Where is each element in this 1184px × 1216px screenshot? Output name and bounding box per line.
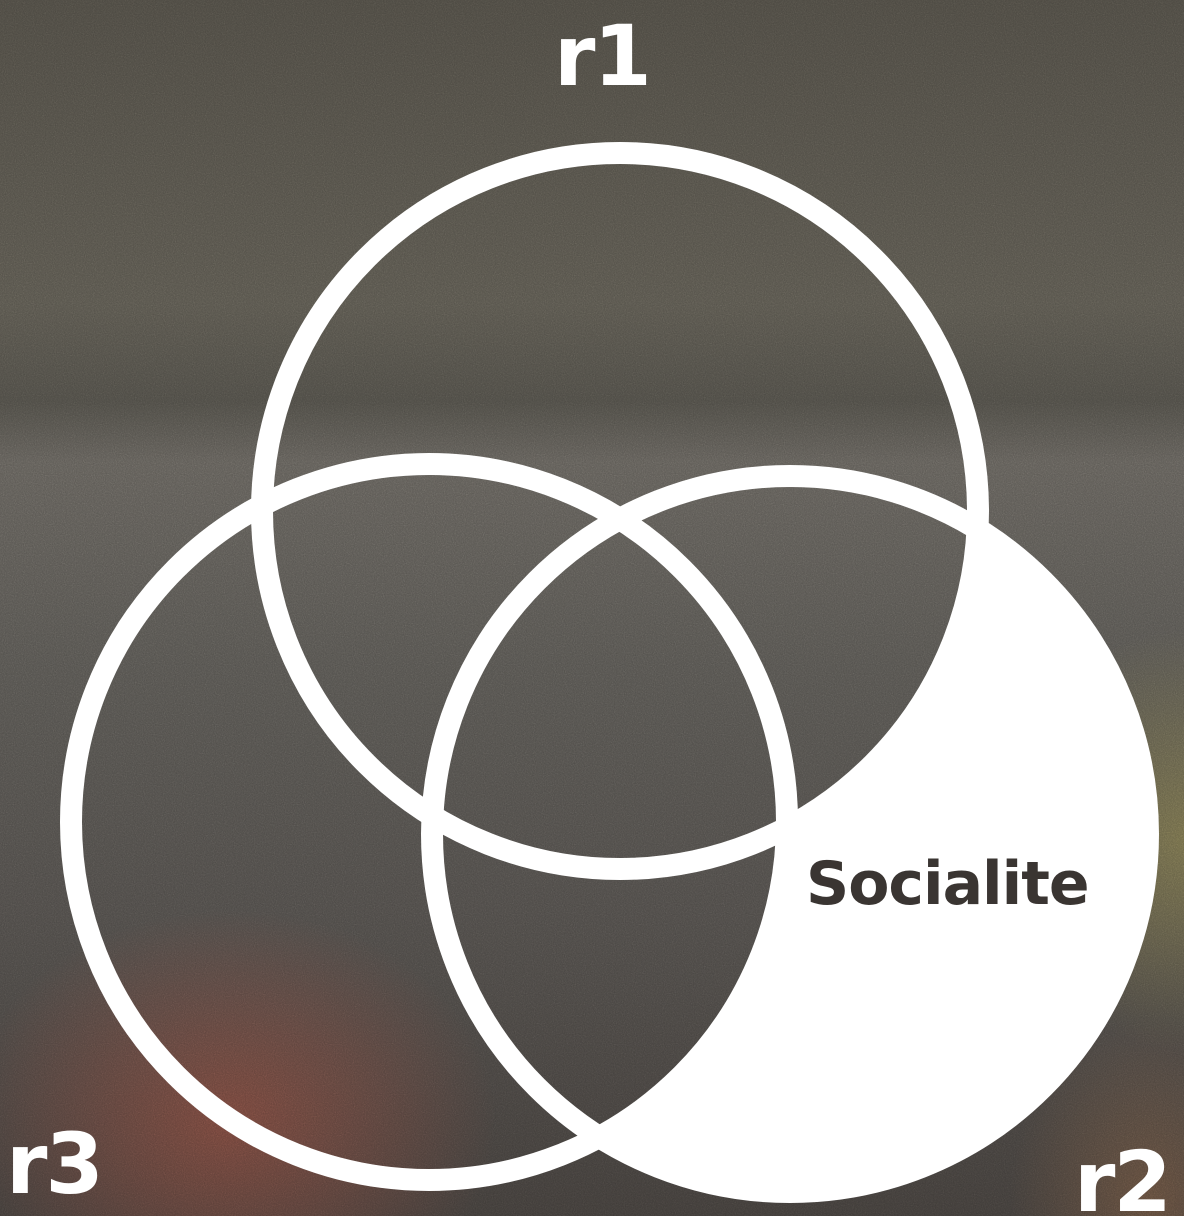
- set-label-r1: r1: [554, 7, 652, 105]
- set-circle-r3: [60, 453, 798, 1191]
- region-label-socialite: Socialite: [806, 849, 1090, 919]
- set-label-r3: r3: [6, 1115, 104, 1213]
- set-label-r2: r2: [1074, 1133, 1172, 1216]
- set-circle-r2: [421, 465, 1159, 1203]
